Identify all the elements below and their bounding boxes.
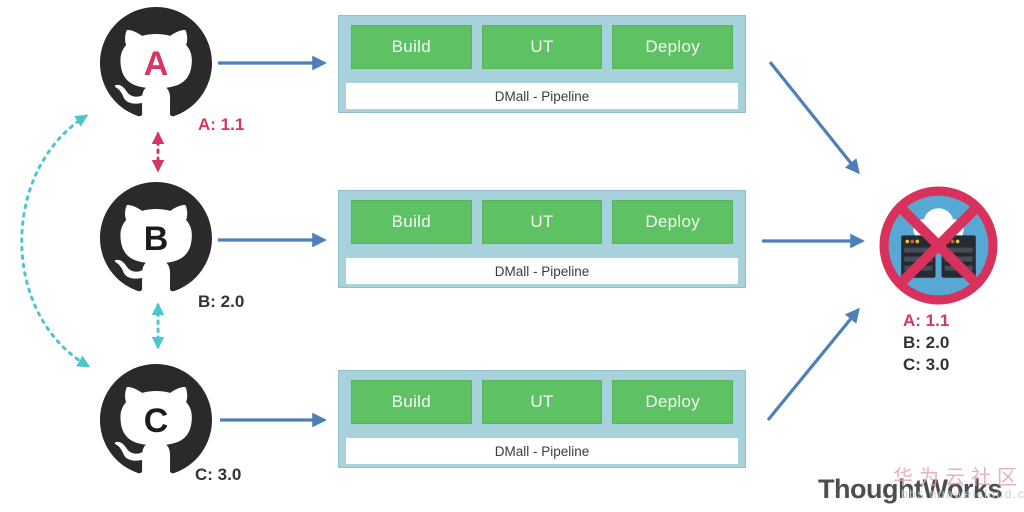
server-version-c: C: 3.0 [903,355,950,374]
stage-ut: UT [481,380,603,424]
github-icon [100,364,212,474]
watermark-url: bbs.huaweicloud.com [901,487,1024,501]
stage-deploy: Deploy [612,200,734,244]
stage-ut: UT [481,25,603,69]
pipeline-label: DMall - Pipeline [346,258,738,284]
server-blocked-icon [879,186,998,305]
repo-node-c: C [100,364,212,476]
prohibition-cross-icon [879,186,998,305]
repo-version-label: C: 3.0 [195,465,242,484]
stage-build: Build [351,380,472,424]
pipeline-label: DMall - Pipeline [346,83,738,109]
stage-row: Build UT Deploy [339,371,745,424]
pipeline-label: DMall - Pipeline [346,438,738,464]
arrow-pipeline1-to-server [768,61,860,175]
pipeline-box-c: Build UT Deploy DMall - Pipeline [338,370,746,468]
stage-row: Build UT Deploy [339,191,745,244]
stage-ut: UT [481,200,603,244]
pipeline-box-a: Build UT Deploy DMall - Pipeline [338,15,746,113]
stage-build: Build [351,25,472,69]
stage-deploy: Deploy [612,25,734,69]
server-version-a: A: 1.1 [903,311,950,330]
github-icon [100,7,212,117]
stage-row: Build UT Deploy [339,16,745,69]
github-icon [100,182,212,292]
repo-node-b: B [100,182,212,294]
pipeline-box-b: Build UT Deploy DMall - Pipeline [338,190,746,288]
server-version-list: A: 1.1 B: 2.0 C: 3.0 [903,310,949,376]
arrow-dashed-a-c-curve [20,114,91,368]
stage-deploy: Deploy [612,380,734,424]
repo-node-a: A [100,7,212,119]
server-version-b: B: 2.0 [903,333,950,352]
arrow-pipeline3-to-server [766,307,860,422]
watermark-text: 华为云社区 [893,467,1023,489]
repo-version-label: A: 1.1 [198,115,245,134]
repo-version-label: B: 2.0 [198,292,245,311]
thoughtworks-logo: ThoughtWorks [818,474,1002,504]
stage-build: Build [351,200,472,244]
